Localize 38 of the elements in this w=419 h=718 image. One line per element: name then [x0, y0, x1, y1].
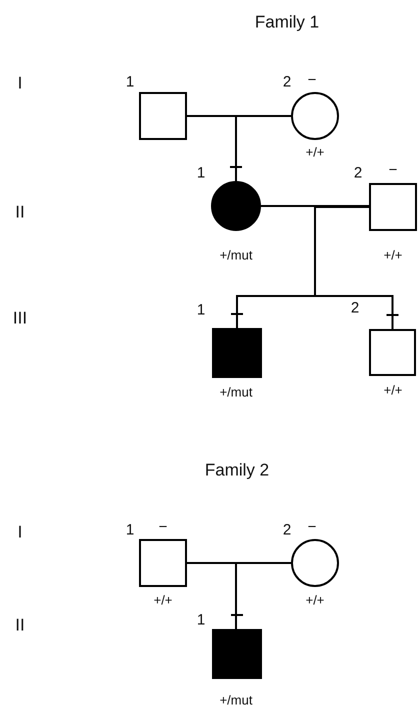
individual-number: 2 — [354, 166, 362, 180]
affected-female-circle — [211, 181, 261, 231]
individual-number: 1 — [196, 612, 206, 628]
unaffected-male-square — [369, 183, 417, 231]
genotype-label: +/+ — [384, 384, 402, 396]
family-title: Family 2 — [204, 462, 270, 478]
family-title: Family 1 — [254, 14, 320, 30]
unaffected-male-square — [139, 539, 187, 587]
unaffected-female-circle — [291, 92, 339, 140]
genotype-label: +/mut — [220, 386, 252, 398]
generation-label: II — [15, 616, 25, 634]
genotype-label: +/mut — [220, 694, 252, 706]
affected-male-square — [212, 629, 262, 679]
individual-number: 2 — [282, 522, 292, 538]
individual-number: 1 — [126, 522, 134, 538]
affected-male-square — [212, 328, 262, 378]
descent-line — [314, 206, 394, 329]
genotype-label: +/+ — [154, 594, 172, 606]
individual-number: 2 — [282, 74, 292, 90]
minus-mark: − — [308, 72, 316, 88]
minus-mark: − — [388, 162, 398, 178]
genotype-label: +/mut — [220, 248, 252, 262]
unaffected-female-circle — [291, 539, 339, 587]
generation-label: II — [15, 204, 25, 220]
unaffected-male-square — [369, 329, 416, 376]
minus-mark: − — [308, 520, 316, 534]
unaffected-male-square — [139, 92, 187, 140]
individual-number: 1 — [126, 74, 134, 90]
individual-number: 1 — [196, 166, 206, 180]
genotype-label: +/+ — [306, 594, 324, 606]
generation-label: III — [12, 310, 28, 326]
minus-mark: − — [158, 520, 168, 534]
generation-label: I — [18, 524, 22, 540]
generation-label: I — [18, 74, 22, 92]
genotype-label: +/+ — [306, 146, 324, 158]
individual-number: 1 — [196, 302, 206, 318]
genotype-label: +/+ — [384, 248, 402, 262]
individual-number: 2 — [350, 300, 360, 316]
